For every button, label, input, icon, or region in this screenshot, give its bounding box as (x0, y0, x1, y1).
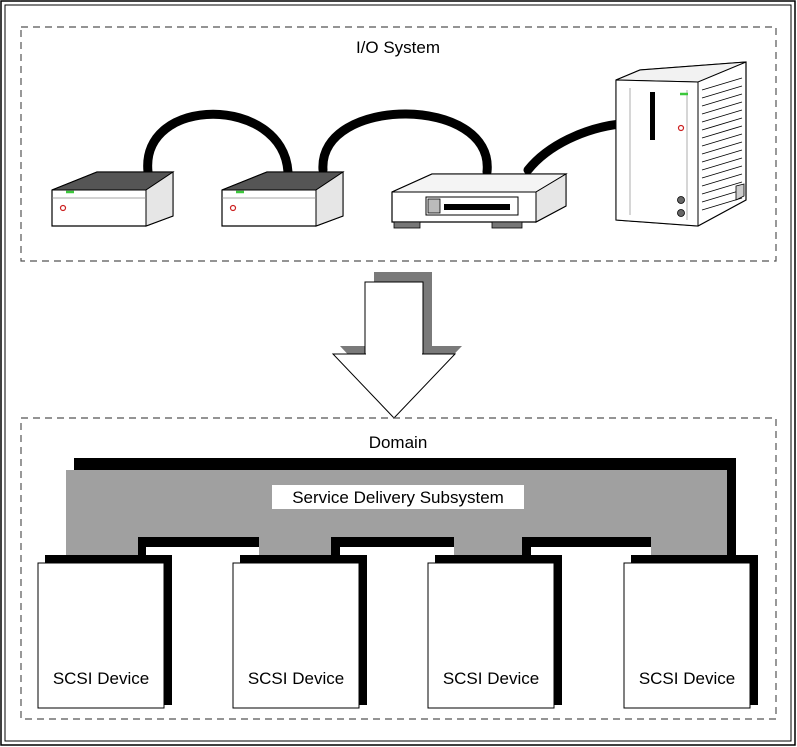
disk-drive-2-icon (221, 171, 345, 227)
domain-box (20, 417, 777, 720)
scsi-device-2: SCSI Device (232, 555, 367, 709)
scsi-device-4: SCSI Device (623, 555, 758, 709)
io-system-box (20, 26, 777, 262)
disk-drive-1-icon (51, 171, 175, 227)
down-arrow (331, 272, 462, 419)
scsi-device-3-label: SCSI Device (443, 669, 539, 688)
scsi-device-4-label: SCSI Device (639, 669, 735, 688)
cable-2 (318, 109, 492, 177)
cable-3 (523, 119, 625, 175)
scsi-device-1-label: SCSI Device (53, 669, 149, 688)
service-delivery-subsystem: Service Delivery Subsystem (66, 458, 736, 563)
scsi-cables (143, 109, 625, 177)
tower-computer-icon (615, 61, 747, 227)
inner-border (4, 4, 792, 742)
subsystem-label: Service Delivery Subsystem (292, 488, 504, 507)
domain-title: Domain (369, 433, 428, 452)
io-system-title: I/O System (356, 38, 440, 57)
scsi-device-2-label: SCSI Device (248, 669, 344, 688)
subsystem-label-bg (272, 485, 524, 509)
subsystem-bus (66, 470, 727, 563)
cable-1 (143, 109, 293, 177)
tape-drive-icon (391, 173, 568, 229)
scsi-device-3: SCSI Device (427, 555, 562, 709)
scsi-device-1: SCSI Device (37, 555, 172, 709)
